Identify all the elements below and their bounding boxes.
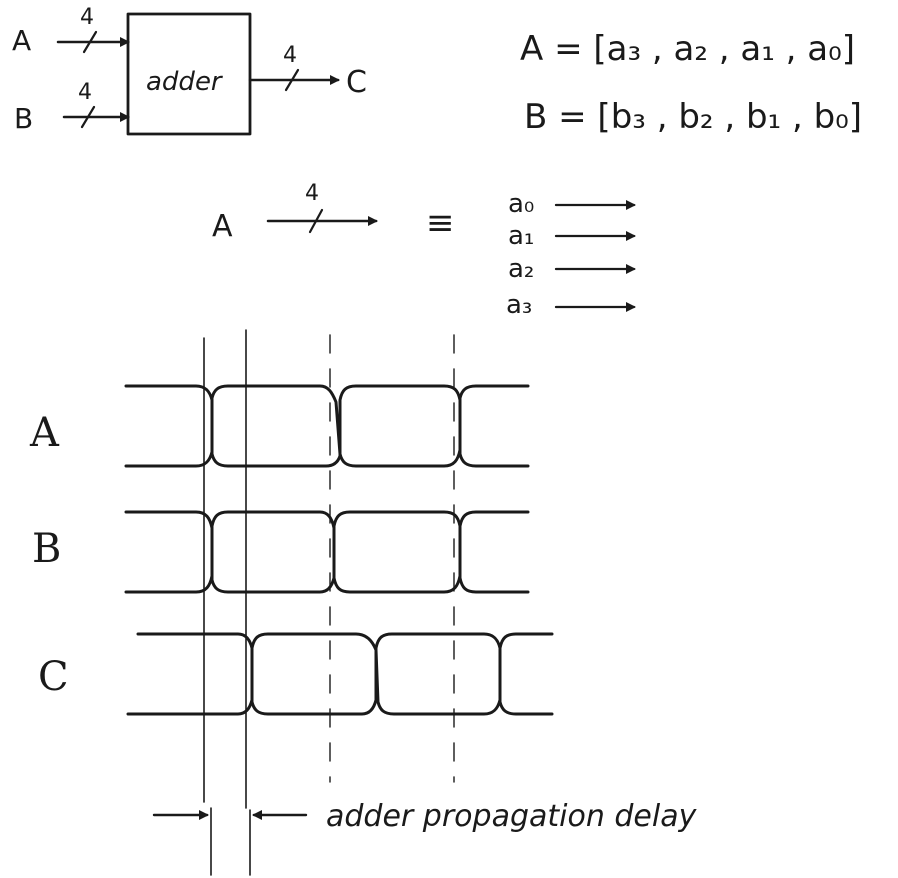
timing-label-b: B (32, 526, 61, 572)
timing-label-a: A (29, 410, 60, 456)
wire-label-3: a₃ (506, 290, 532, 320)
wire-label-1: a₁ (508, 221, 534, 251)
wire-label-0: a₀ (508, 189, 534, 219)
input-a-label: A (12, 24, 31, 57)
waveform-a (124, 384, 530, 468)
bus-slash (308, 208, 324, 234)
bus-width-label: 4 (305, 181, 319, 206)
bus-equivalence: A 4 ≡ a₀ a₁ a₂ a₃ (212, 181, 636, 320)
timing-label-c: C (38, 654, 69, 700)
equivalence-symbol: ≡ (426, 203, 455, 243)
adder-box (126, 12, 252, 136)
bus-width-c: 4 (283, 43, 297, 68)
input-b-label: B (14, 102, 33, 135)
propagation-delay-label: adder propagation delay (326, 799, 698, 834)
bus-slash-a (82, 30, 98, 54)
timing-diagram: A B C adder propagation delay (29, 329, 698, 876)
bus-slash-c (284, 68, 300, 92)
bit-equations: A = [a₃ , a₂ , a₁ , a₀] B = [b₃ , b₂ , b… (520, 29, 862, 137)
adder-block-diagram: A B 4 4 adder 4 C (12, 5, 367, 136)
equation-a: A = [a₃ , a₂ , a₁ , a₀] (520, 29, 855, 69)
adder-box-label: adder (146, 67, 224, 97)
waveform-c (126, 632, 554, 716)
bus-signal-label: A (212, 209, 233, 244)
output-c-label: C (346, 65, 367, 100)
bus-slash-b (80, 105, 96, 129)
waveform-b (124, 510, 530, 594)
bus-width-a: 4 (80, 5, 94, 30)
bus-width-b: 4 (78, 80, 92, 105)
wire-label-2: a₂ (508, 254, 534, 284)
equation-b: B = [b₃ , b₂ , b₁ , b₀] (524, 97, 862, 137)
